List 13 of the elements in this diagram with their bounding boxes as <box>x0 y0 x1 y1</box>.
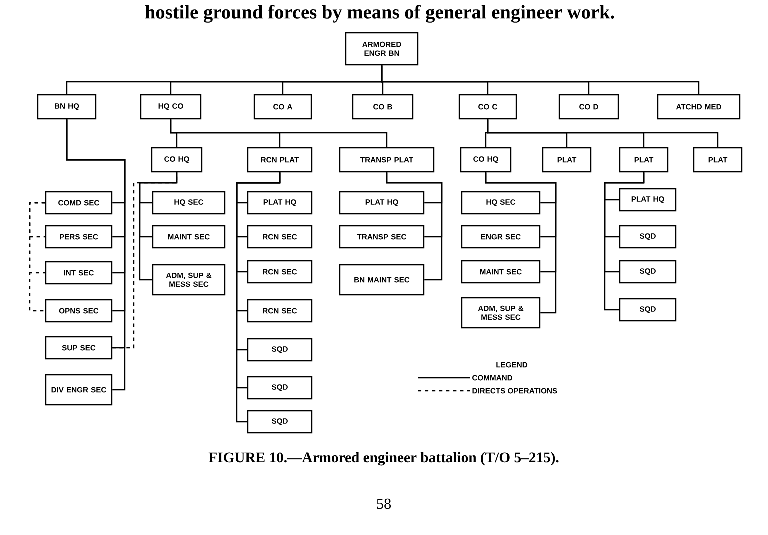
connector-line <box>170 120 388 148</box>
connector-line <box>381 66 700 94</box>
connector-line <box>386 172 443 281</box>
connector-line <box>112 172 178 349</box>
caption-text: FIGURE 10.—Armored engineer battalion (T/O 5–215). <box>208 452 559 466</box>
connector-line <box>485 172 557 314</box>
connector-line <box>29 202 46 312</box>
page-number: 58 <box>377 498 392 510</box>
connector-line <box>66 120 126 391</box>
connector-line <box>139 172 178 281</box>
connector-line <box>604 172 645 311</box>
connector-line <box>487 120 719 148</box>
heading-text: hostile ground forces by means of general engineer work. <box>145 5 614 23</box>
